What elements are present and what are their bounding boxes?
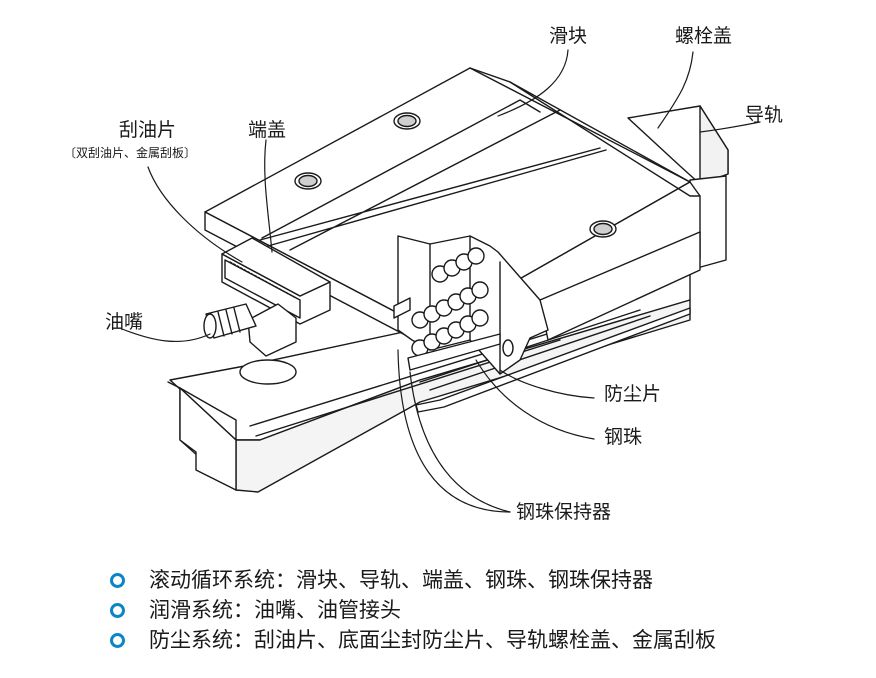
steel-ball-row [431,247,485,283]
legend-item: 滚动循环系统：滑块、导轨、端盖、钢珠、钢珠保持器 [110,566,716,594]
label-rail: 导轨 [745,104,784,126]
legend-text: 滚动循环系统：滑块、导轨、端盖、钢珠、钢珠保持器 [149,567,653,592]
legend-item: 润滑系统：油嘴、油管接头 [110,596,716,624]
end-cap [221,237,331,325]
label-end-cap: 端盖 [248,119,287,141]
legend-item: 防尘系统：刮油片、底面尘封防尘片、导轨螺栓盖、金属刮板 [110,626,716,654]
bullet-ring-icon [110,602,125,618]
label-ball-retainer: 钢珠保持器 [516,501,612,523]
label-bolt-cap: 螺栓盖 [675,25,733,47]
bullet-ring-icon [110,632,125,648]
bullet-ring-icon [110,572,125,588]
label-scraper-note: 〔双刮油片、金属刮板〕 [64,146,197,160]
grease-nipple [203,303,297,385]
leader-lines [121,49,761,513]
legend-text: 防尘系统：刮油片、底面尘封防尘片、导轨螺栓盖、金属刮板 [149,627,716,652]
bolt-hole [393,112,421,130]
steel-ball-row [411,281,489,329]
label-grease-nipple: 油嘴 [105,311,144,333]
linear-guide-diagram [121,49,761,513]
label-scraper: 刮油片 [119,119,177,141]
label-steel-ball: 钢珠 [604,426,643,448]
bolt-hole [294,172,322,190]
legend-text: 润滑系统：油嘴、油管接头 [149,597,401,622]
label-dust-strip: 防尘片 [604,383,662,405]
bolt-hole [589,220,617,238]
label-slider: 滑块 [549,25,588,47]
system-legend: 滚动循环系统：滑块、导轨、端盖、钢珠、钢珠保持器 润滑系统：油嘴、油管接头 防尘… [110,566,716,656]
steel-ball-row [411,309,489,357]
